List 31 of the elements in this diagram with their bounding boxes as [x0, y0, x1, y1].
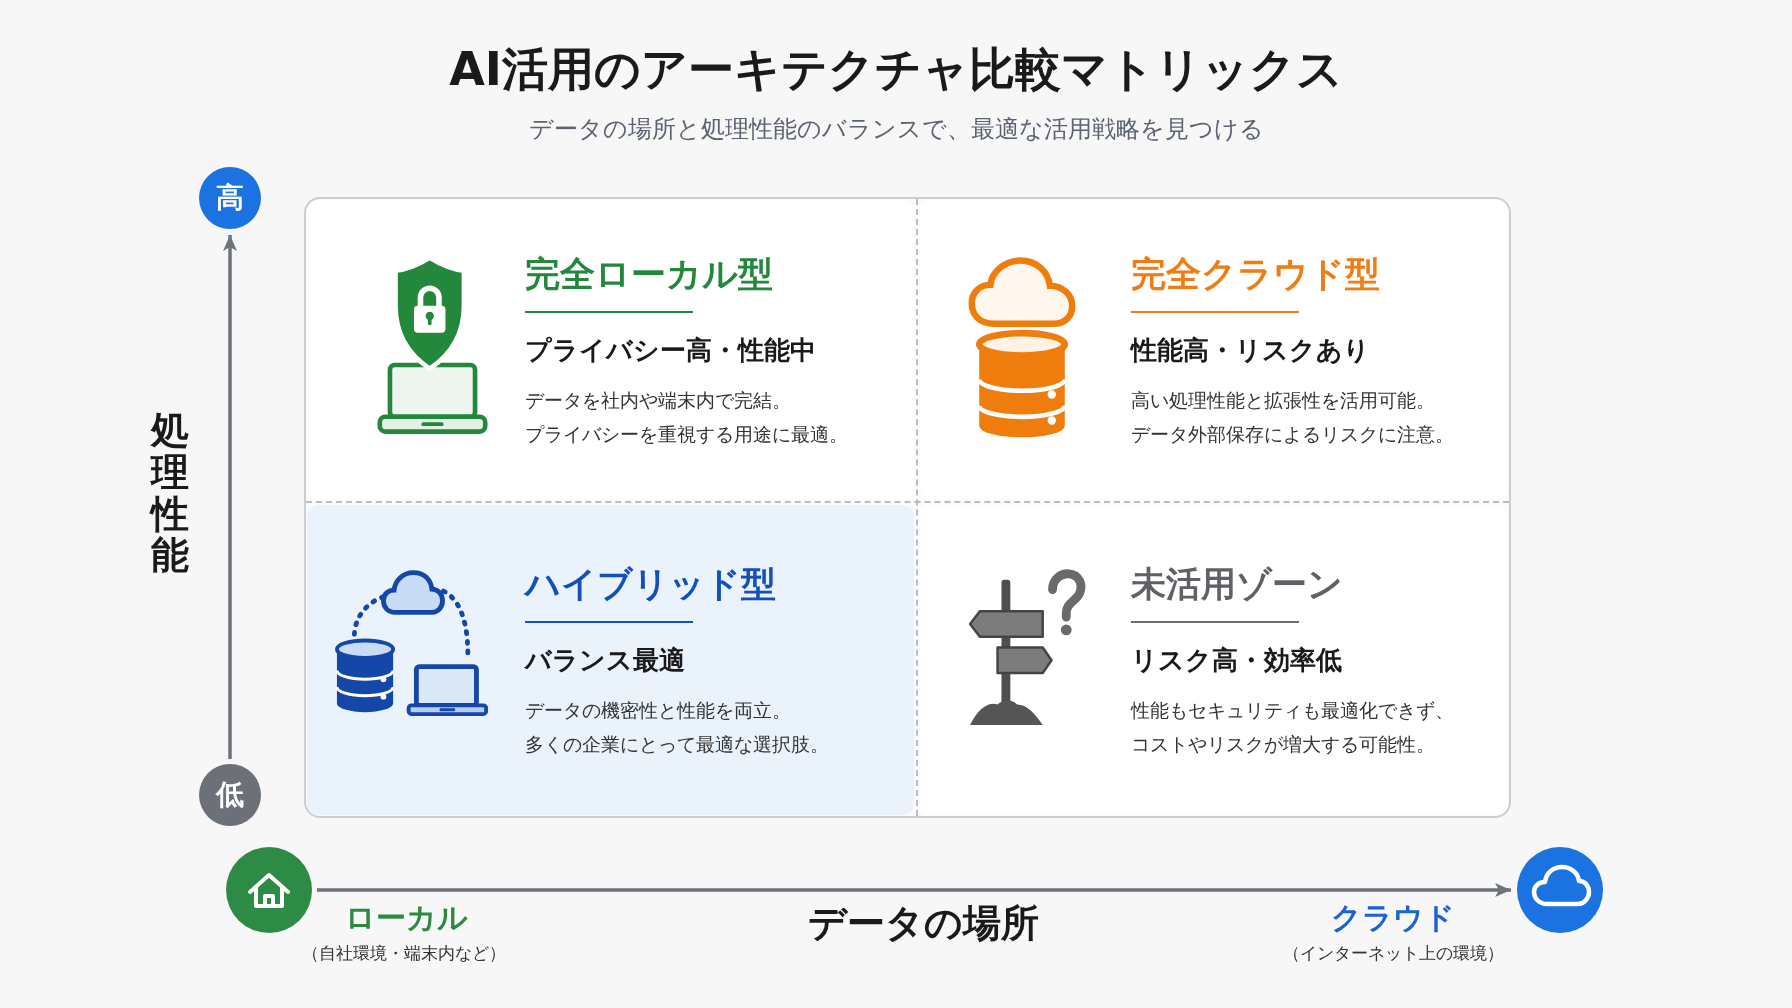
diagram-title: AI活用のアーキテクチャ比較マトリックス — [449, 41, 1343, 98]
quadrant-title: 完全クラウド型 — [1131, 254, 1380, 294]
quadrant-panel — [307, 505, 914, 815]
axis-title: 処理性能 — [151, 410, 189, 578]
quadrant-description: 性能もセキュリティも最適化できず、コストやリスクが増大する可能性。 — [1131, 698, 1455, 757]
quadrant-title: ハイブリッド型 — [525, 564, 776, 604]
quadrant-title: 未活用ゾーン — [1131, 564, 1343, 604]
axis-end-note: （インターネット上の環境） — [1282, 942, 1504, 965]
quadrant-description: データの機密性と性能を両立。 — [525, 698, 791, 723]
diagram-subtitle: データの場所と処理性能のバランスで、最適な活用戦略を見つける — [528, 114, 1264, 144]
quadrant-description: プライバシーを重視する用途に最適。 — [525, 422, 848, 447]
quadrant-subtitle: リスク高・効率低 — [1131, 644, 1342, 677]
quadrant-description: 多くの企業にとって最適な選択肢。 — [525, 732, 829, 757]
axis-end-title: クラウド — [1331, 899, 1455, 937]
quadrant-panel — [920, 505, 1508, 815]
axis-arrow — [223, 235, 237, 759]
cloud-icon — [1517, 847, 1603, 933]
quadrant-subtitle: バランス最適 — [525, 644, 685, 677]
quadrant-panel — [920, 200, 1508, 499]
quadrant-description: 高い処理性能と拡張性を活用可能。 — [1131, 388, 1435, 413]
axis-end-title: ローカル — [344, 899, 468, 937]
house-icon — [226, 847, 312, 933]
quadrant-subtitle: 性能高・リスクあり — [1131, 334, 1370, 367]
quadrant-description: データを社内や端末内で完結。 — [525, 388, 791, 413]
quadrant-description: データ外部保存によるリスクに注意。 — [1131, 422, 1454, 447]
quadrant-title: 完全ローカル型 — [525, 254, 773, 294]
quadrant-panel — [307, 200, 914, 499]
axis-title: データの場所 — [807, 900, 1039, 946]
axis-end-note: （自社環境・端末内など） — [302, 942, 506, 965]
quadrant-subtitle: プライバシー高・性能中 — [525, 334, 816, 367]
axis-arrow — [317, 883, 1511, 897]
